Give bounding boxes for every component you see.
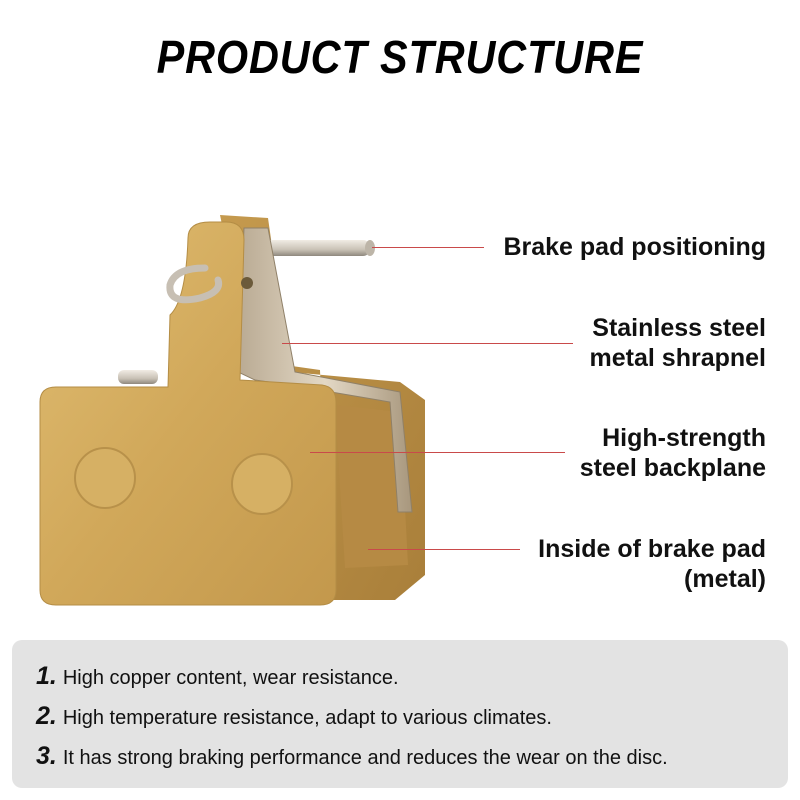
feature-item: 2.High temperature resistance, adapt to …	[36, 702, 552, 731]
brake-pad-illustration	[39, 215, 425, 606]
positioning-pin	[255, 240, 370, 256]
feature-item: 1.High copper content, wear resistance.	[36, 662, 399, 691]
label-line: Stainless steel	[592, 314, 766, 342]
feature-item: 3.It has strong braking performance and …	[36, 742, 668, 771]
label-line: steel backplane	[579, 454, 766, 482]
callout-line-shrapnel	[282, 343, 573, 344]
label-steel-backplane: High-strength steel backplane	[580, 423, 766, 483]
feature-number: 2.	[36, 702, 57, 730]
label-line: (metal)	[684, 565, 766, 593]
pad-boss-right	[231, 453, 293, 515]
feature-number: 3.	[36, 742, 57, 770]
label-stainless-steel-shrapnel: Stainless steel metal shrapnel	[590, 313, 766, 373]
feature-text: High copper content, wear resistance.	[62, 667, 399, 689]
page-title: PRODUCT STRUCTURE	[156, 31, 644, 83]
label-brake-pad-positioning: Brake pad positioning	[503, 233, 766, 261]
pin-ring	[166, 264, 223, 304]
label-line: metal shrapnel	[589, 344, 766, 372]
label-line: High-strength	[602, 424, 766, 452]
label-inside-brake-pad: Inside of brake pad (metal)	[538, 534, 766, 594]
callout-line-inside	[368, 549, 520, 550]
feature-text: High temperature resistance, adapt to va…	[62, 707, 552, 729]
feature-number: 1.	[36, 662, 57, 690]
steel-spring	[237, 227, 413, 513]
front-pad	[39, 221, 337, 606]
features-panel: 1.High copper content, wear resistance. …	[12, 640, 788, 788]
callout-line-backplane	[310, 452, 565, 453]
label-line: Inside of brake pad	[538, 535, 766, 563]
callout-line-positioning	[372, 247, 484, 248]
pad-boss-left	[74, 447, 136, 509]
feature-text: It has strong braking performance and re…	[62, 747, 668, 769]
